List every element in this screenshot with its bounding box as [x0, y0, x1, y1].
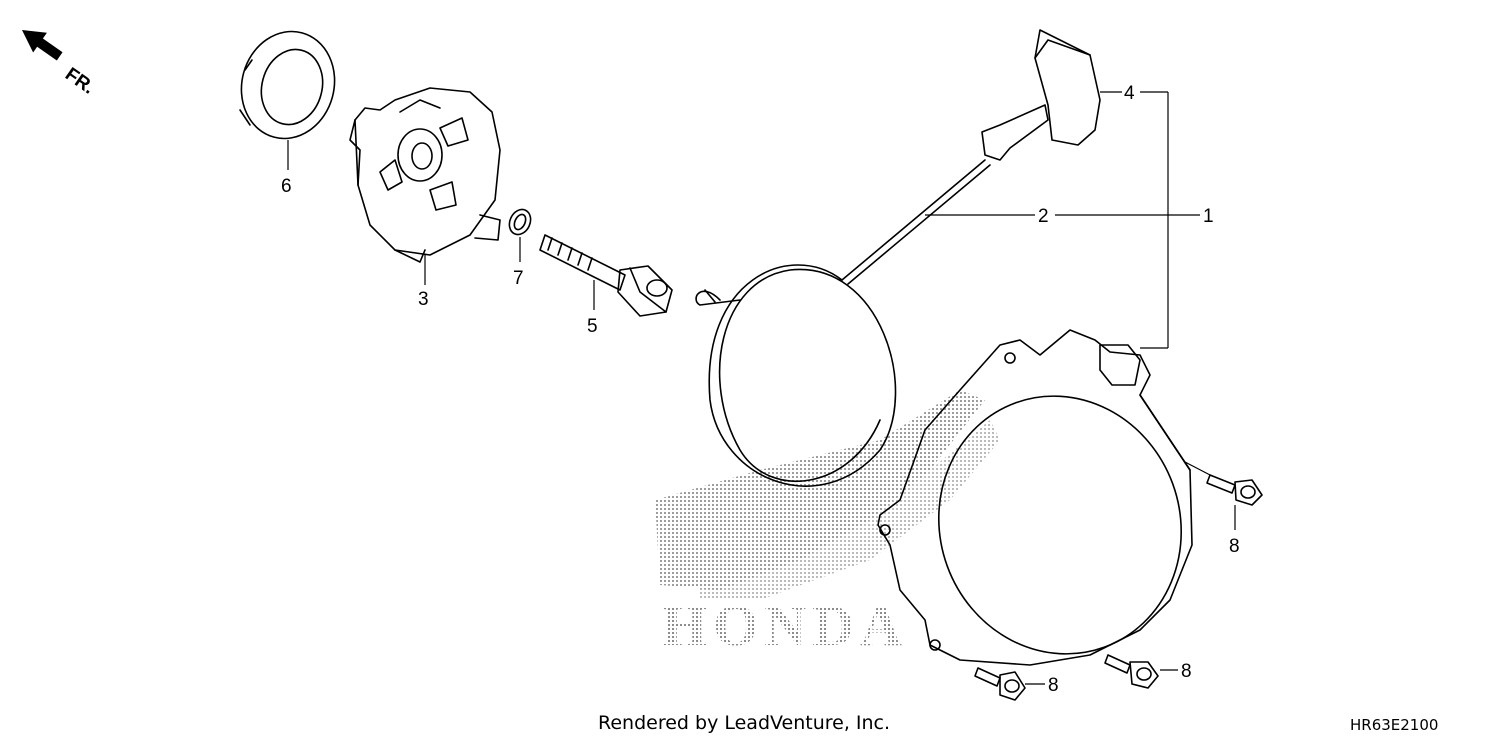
recoil-starter-case-part [877, 329, 1193, 666]
starter-rope-part [695, 159, 991, 487]
callout-1: 1 [1203, 206, 1214, 227]
starter-grip-part [981, 29, 1101, 161]
starter-pulley-part [349, 87, 501, 263]
callout-8c: 8 [1048, 675, 1059, 696]
callout-6: 6 [281, 176, 292, 197]
callout-7: 7 [513, 268, 524, 289]
callout-8b: 8 [1181, 661, 1192, 682]
callout-3: 3 [418, 289, 429, 310]
bolt-part-lower-left [974, 667, 1026, 701]
render-credit: Rendered by LeadVenture, Inc. [598, 712, 891, 734]
callout-4: 4 [1124, 83, 1135, 104]
washer-part [508, 208, 532, 236]
callout-8a: 8 [1229, 536, 1240, 557]
watermark-text: HONDA [662, 593, 908, 658]
bolt-part-lower-right [1104, 654, 1159, 689]
callout-5: 5 [587, 316, 598, 337]
flange-bolt-part [539, 234, 673, 317]
callout-2: 2 [1038, 206, 1049, 227]
front-direction-arrow-icon [22, 30, 63, 61]
bolt-part-upper [1206, 474, 1263, 506]
diagram-code: HR63E2100 [1350, 716, 1439, 734]
direction-label: FR. [61, 64, 98, 99]
honda-wing-logo-icon [655, 390, 1000, 600]
oil-seal-part [239, 30, 336, 140]
